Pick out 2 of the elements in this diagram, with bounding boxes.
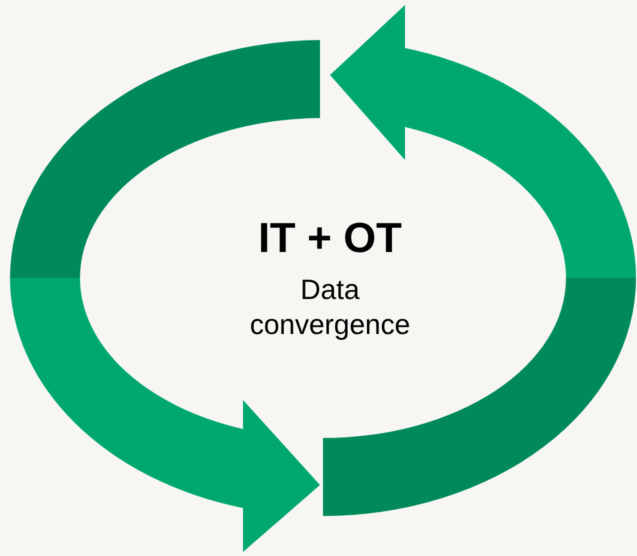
heading-text: IT + OT bbox=[258, 214, 402, 261]
subtitle-text: Data convergence bbox=[250, 274, 410, 340]
